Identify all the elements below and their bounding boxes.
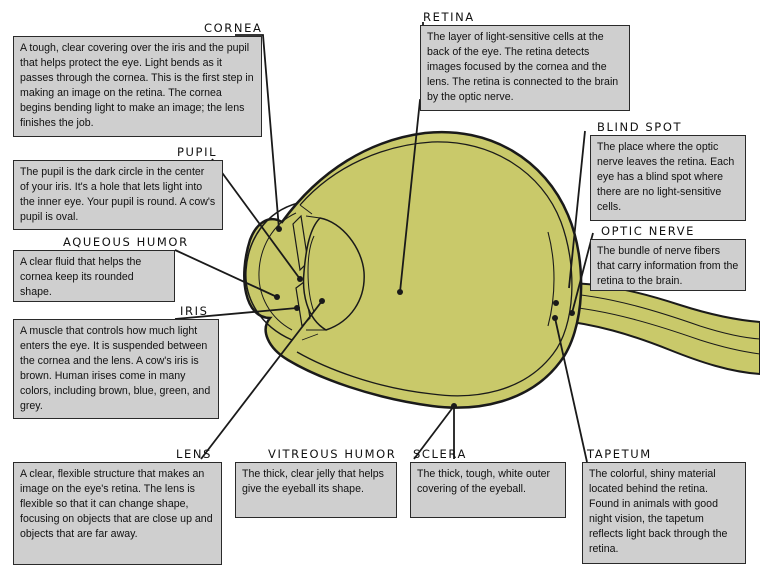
cornea-shape bbox=[245, 202, 299, 341]
optic-nerve-title: OPTIC NERVE bbox=[601, 224, 696, 238]
eyeball-sclera bbox=[243, 130, 583, 409]
vitreous-humor-description: The thick, clear jelly that helps give t… bbox=[235, 462, 397, 518]
pupil-description: The pupil is the dark circle in the cent… bbox=[13, 160, 223, 230]
sclera-title: SCLERA bbox=[413, 447, 467, 461]
marker-dots bbox=[274, 226, 575, 409]
lens-description: A clear, flexible structure that makes a… bbox=[13, 462, 222, 565]
suspensory-ligaments bbox=[299, 204, 326, 341]
retina-title: RETINA bbox=[423, 10, 475, 24]
iris-description: A muscle that controls how much light en… bbox=[13, 319, 219, 419]
tapetum-shape bbox=[547, 231, 555, 327]
cornea-title: CORNEA bbox=[204, 21, 263, 35]
iris-title: IRIS bbox=[180, 304, 209, 318]
aqueous-humor-description: A clear fluid that helps the cornea keep… bbox=[13, 250, 175, 302]
tapetum-description: The colorful, shiny material located beh… bbox=[582, 462, 746, 564]
optic-nerve-description: The bundle of nerve fibers that carry in… bbox=[590, 239, 746, 291]
sclera-description: The thick, tough, white outer covering o… bbox=[410, 462, 566, 518]
cornea-description: A tough, clear covering over the iris an… bbox=[13, 36, 262, 137]
optic-nerve-shape bbox=[555, 281, 760, 376]
lens-shape bbox=[302, 217, 365, 331]
lens-title: LENS bbox=[176, 447, 212, 461]
tapetum-title: TAPETUM bbox=[587, 447, 652, 461]
leader-lines bbox=[174, 22, 594, 463]
pupil-title: PUPIL bbox=[177, 145, 218, 159]
retina-layer bbox=[296, 141, 573, 397]
blind-spot-description: The place where the optic nerve leaves t… bbox=[590, 135, 746, 221]
aqueous-humor-title: AQUEOUS HUMOR bbox=[63, 235, 189, 249]
retina-description: The layer of light-sensitive cells at th… bbox=[420, 25, 630, 111]
optic-nerve-fibers bbox=[559, 292, 760, 355]
vitreous-humor-title: VITREOUS HUMOR bbox=[268, 447, 397, 461]
blind-spot-title: BLIND SPOT bbox=[597, 120, 683, 134]
